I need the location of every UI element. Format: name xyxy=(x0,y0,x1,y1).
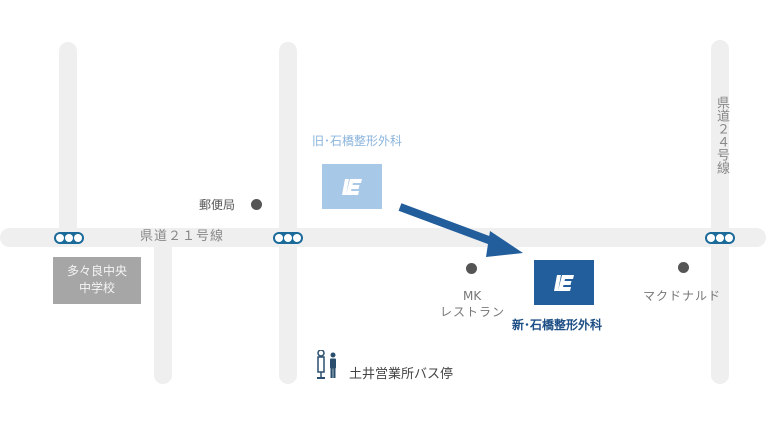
new-clinic-logo xyxy=(534,260,594,305)
post-office-label: 郵便局 xyxy=(199,198,236,212)
traffic-light-icon xyxy=(273,232,303,244)
road-label-21: 県道２１号線 xyxy=(140,229,225,244)
traffic-light-icon xyxy=(705,232,735,244)
mcdonalds-label: マクドナルド xyxy=(643,289,722,303)
mk-restaurant-marker xyxy=(466,263,477,274)
relocation-arrow xyxy=(398,203,523,257)
mk-restaurant-label-line1: MK xyxy=(463,289,482,303)
school-label-line1: 多々良中央 xyxy=(66,264,127,278)
clinic-logo-icon xyxy=(554,274,574,291)
road-prefectural-21 xyxy=(0,228,766,247)
road-left-south xyxy=(154,232,172,384)
road-left-north xyxy=(59,42,77,242)
new-clinic-label: 新･石橋整形外科 xyxy=(512,318,603,332)
road-label-24: 県道２４号線 xyxy=(714,96,729,174)
old-clinic-label: 旧･石橋整形外科 xyxy=(312,134,403,148)
road-prefectural-24 xyxy=(711,40,729,384)
mk-restaurant-label-line2: レストラン xyxy=(440,305,506,319)
old-clinic-logo xyxy=(322,164,382,209)
road-center xyxy=(279,42,297,384)
post-office-marker xyxy=(251,199,262,210)
traffic-light-icon xyxy=(54,232,84,244)
school-block: 多々良中央 中学校 xyxy=(53,257,141,304)
mcdonalds-marker xyxy=(678,262,689,273)
clinic-logo-icon xyxy=(342,178,362,195)
school-label-line2: 中学校 xyxy=(78,281,115,295)
bus-stop-icon xyxy=(317,350,336,379)
bus-stop-label: 土井営業所バス停 xyxy=(349,367,454,382)
